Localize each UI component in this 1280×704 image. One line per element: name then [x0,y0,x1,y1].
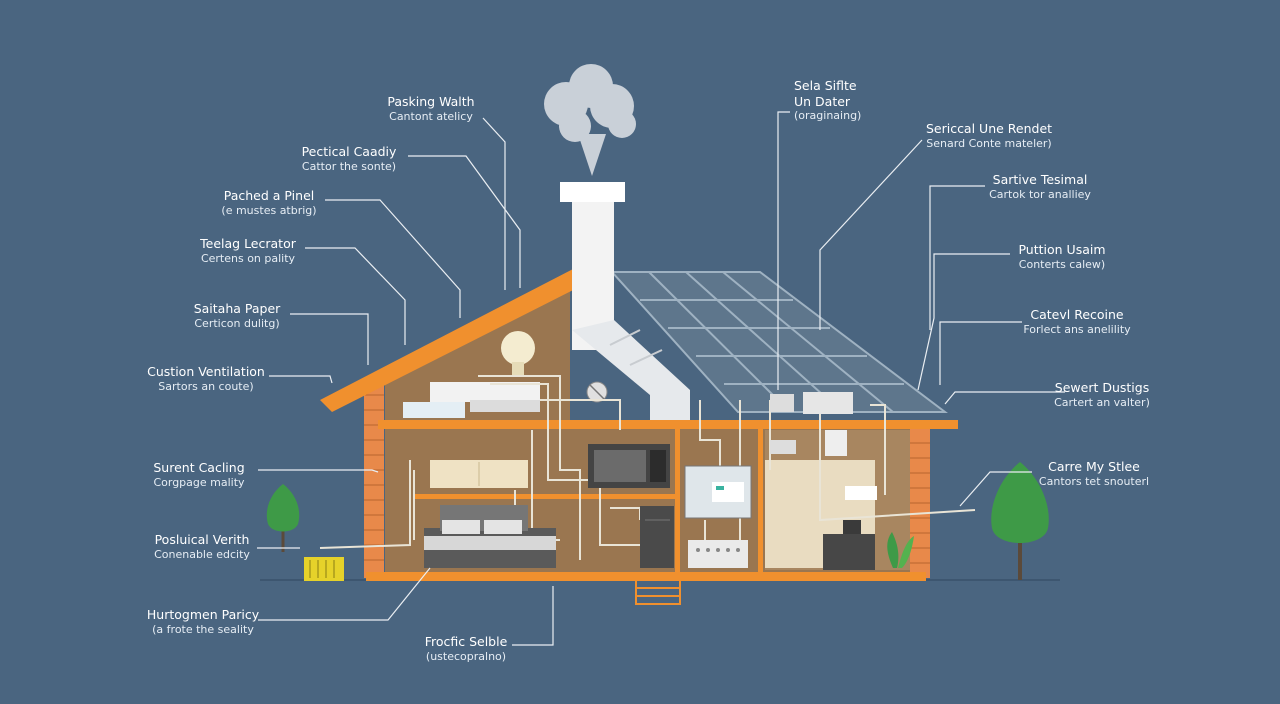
upper-floor [378,420,958,429]
leader-lines [257,111,1065,646]
label-carre-my-stlee: Carre My Stlee Cantors tet snouterl [1039,459,1149,488]
label-title: Catevl Recoine [1030,307,1124,322]
label-title: Sela Siflte [794,78,857,93]
label-subtitle: Forlect ans anelility [1023,322,1131,336]
label-title-line2: Un Dater [794,93,851,109]
label-puttion-usaim: Puttion Usaim Conterts calew) [1018,242,1105,271]
yellow-basket [304,557,344,581]
label-sericcal-une-rendet: Sericcal Une Rendet Senard Conte mateler… [926,121,1052,150]
crawlspace-vent [635,579,681,605]
label-title: Sartive Tesimal [992,172,1088,187]
label-title: Frocfic Selble [424,634,508,649]
label-title: Surent Cacling [153,460,245,475]
attic-fan [586,381,608,403]
label-title: Pectical Caadiy [301,144,397,159]
chimney [560,182,690,420]
label-subtitle: Cantors tet snouterl [1038,474,1150,488]
label-subtitle: Certens on pality [200,251,296,265]
label-title: Custion Ventilation [147,364,265,379]
wall-divider-2 [758,428,763,574]
label-subtitle: (a frote the seality [152,622,254,636]
brick-wall-right [910,428,930,578]
label-saitaha-paper: Saitaha Paper Certicon dulitg) [194,301,281,330]
brick-wall-left [364,380,384,578]
label-title: Carre My Stlee [1048,459,1140,474]
label-sartive-tesimal: Sartive Tesimal Cartok tor analliey [989,172,1091,201]
bed [424,505,556,568]
label-subtitle: Cattor the sonte) [301,159,397,173]
label-pectical-caddy: Pectical Caadiy Cattor the sonte) [302,144,397,173]
label-sewert-dustigs: Sewert Dustigs Cartert an valter) [1054,380,1150,409]
label-subtitle: Conterts calew) [1018,257,1106,271]
label-surent-cacling: Surent Cacling Corgpage mality [153,460,244,489]
control-panel [684,465,752,568]
label-parking-wealth: Pasking Walth Cantont atelicy [387,94,474,123]
label-sela-sifte: Sela Siflte Un Dater (oraginaing) [794,78,861,123]
tree-right [991,462,1049,580]
label-subtitle: (e mustes atbrig) [221,203,317,217]
roof-trim-left [320,268,585,412]
label-title: Saitaha Paper [193,301,281,316]
label-packed-pinel: Pached a Pinel (e mustes atbrig) [221,188,316,217]
label-subtitle: (oraginaing) [794,109,862,123]
label-subtitle: Cartert an valter) [1054,395,1150,409]
attic-light-bulb [501,331,535,376]
label-title: Teelag Lecrator [200,236,296,251]
indoor-plant [887,532,914,568]
label-subtitle: Certicon dulitg) [194,316,280,330]
ground-floor [366,572,926,581]
label-frocfic-selble: Frocfic Selble (ustecopralno) [425,634,508,663]
tree-left [266,484,300,552]
label-title: Puttion Usaim [1018,242,1106,257]
label-title: Pached a Pinel [223,188,315,203]
label-subtitle: Sartors an coute) [158,379,254,393]
label-title: Posluical Verith [154,532,250,547]
label-title: Hurtogmen Paricy [146,607,260,622]
label-subtitle: (ustecopralno) [425,649,507,663]
smoke-cloud [544,64,636,176]
label-title: Pasking Walth [387,94,475,109]
label-title: Sericcal Une Rendet [925,121,1053,136]
attic-bed [403,382,540,418]
label-subtitle: Corgpage mality [153,475,245,489]
label-teelag-lecrator: Teelag Lecrator Certens on pality [200,236,296,265]
label-subtitle: Conenable edcity [154,547,250,561]
label-subtitle: Cantont atelicy [389,109,473,123]
label-subtitle: Cartok tor analliey [989,187,1091,201]
water-heater [640,506,674,568]
microwave [588,444,670,488]
middle-shelf-floor [415,494,675,499]
label-hurtogmen-paricy: Hurtogmen Paricy (a frote the seality [147,607,259,636]
kitchen-cabinet-upper [430,460,528,488]
label-title: Sewert Dustigs [1054,380,1150,395]
label-posluical-verith: Posluical Verith Conenable edcity [154,532,250,561]
wall-divider-1 [675,428,680,574]
label-custion-ventilation: Custion Ventilation Sartors an coute) [147,364,265,393]
label-catevl-recoine: Catevl Recoine Forlect ans anelility [1023,307,1130,336]
kitchen-appliances [770,392,877,570]
label-subtitle: Senard Conte mateler) [926,136,1052,150]
